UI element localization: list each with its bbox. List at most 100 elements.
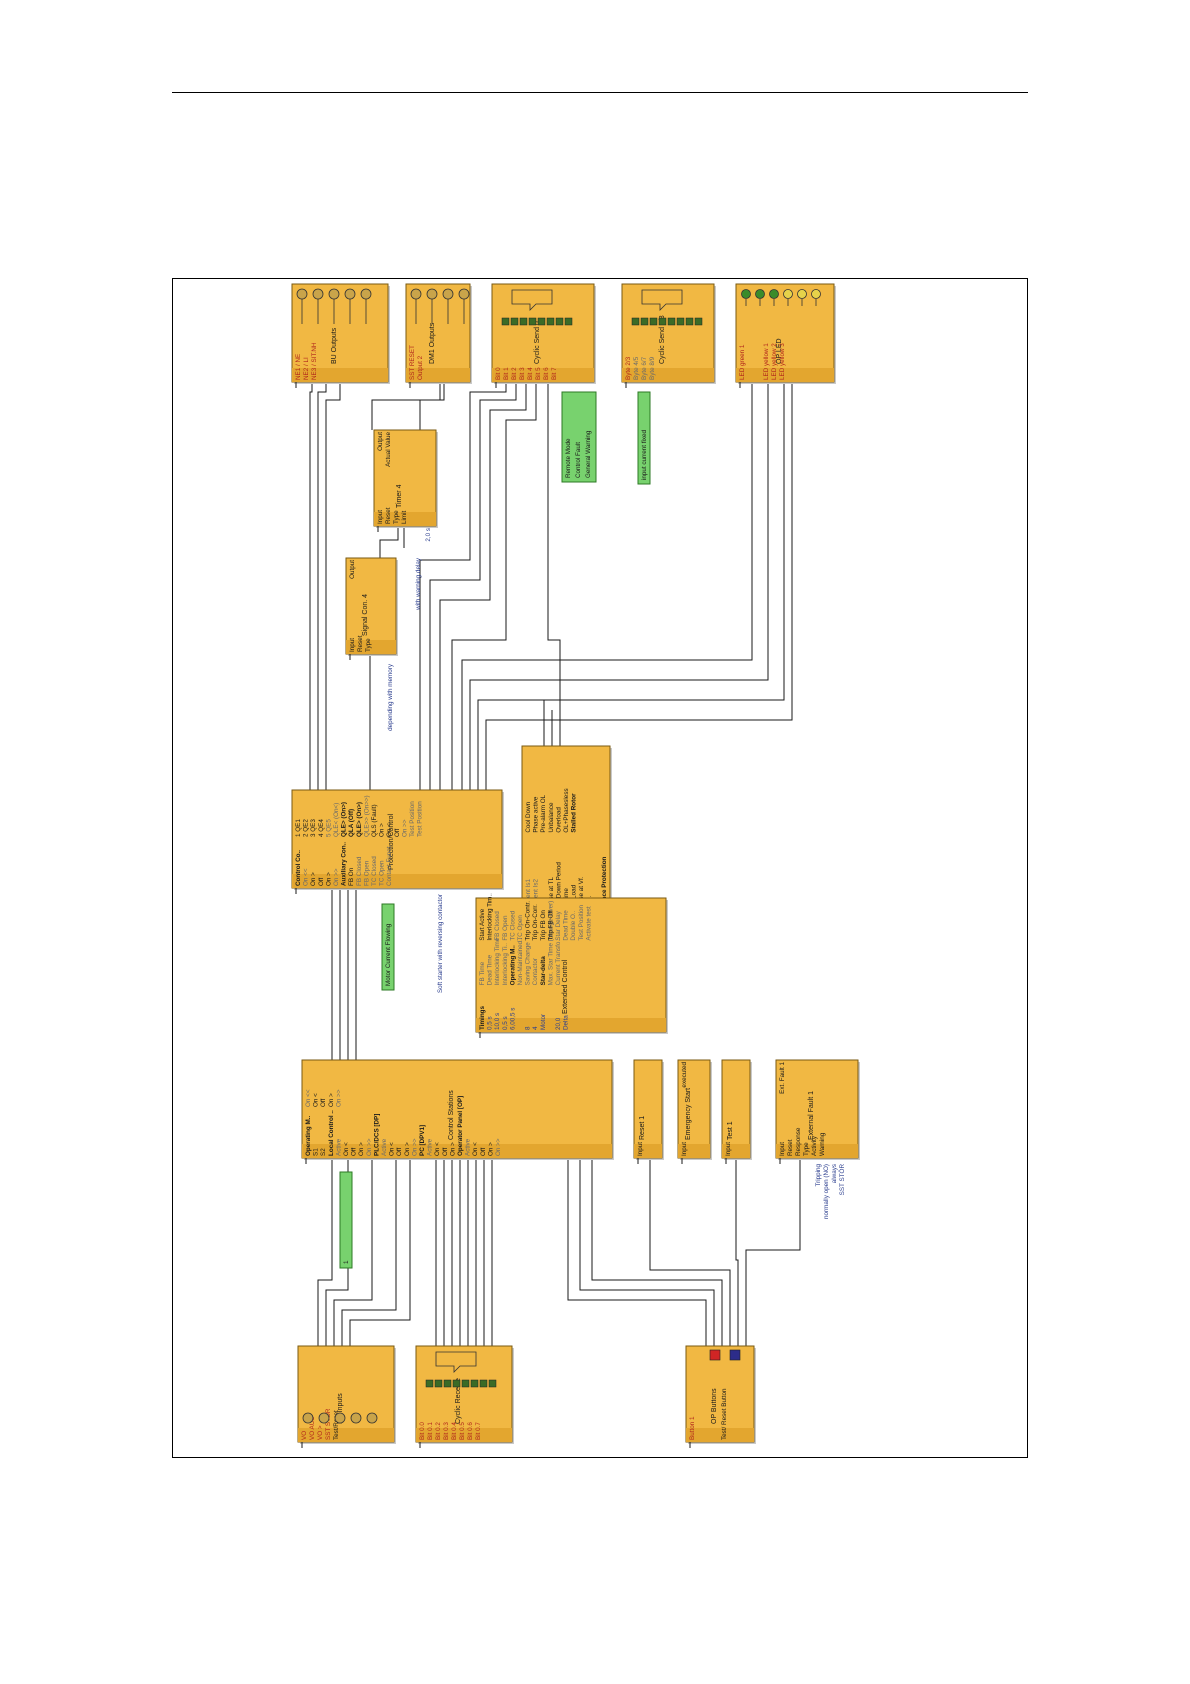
local-1-body [339, 1171, 353, 1269]
protection-control-field: Test Position [409, 801, 416, 837]
bu-inputs-header [298, 1428, 394, 1442]
protection-control-field: 2 QE2 [303, 819, 310, 837]
cyclic-receive-pin: Bit 0.5 [459, 1422, 466, 1440]
extended-control-field: Contactor [532, 958, 539, 985]
protection-control-field: Control Co.. [295, 850, 302, 886]
extended-control-field: Non-Maintained.. [517, 937, 524, 985]
motor-current-flowing-label: Motor Current Flowing [385, 923, 392, 986]
control-stations-field: Operator Panel [OP] [457, 1096, 464, 1156]
relay-coil-icon [442, 288, 454, 300]
cyclic-send-23-pin: Byte 8/9 [649, 356, 656, 380]
control-stations-field: Off [480, 1147, 487, 1156]
bit-cell-icon [649, 317, 658, 326]
external-fault-1-pin: Reset [787, 1139, 794, 1156]
protection-control-field: 5 QE5 [325, 819, 332, 837]
led-icon [797, 289, 807, 299]
extended-control-field: Activate test [585, 906, 592, 941]
bu-inputs-pin: SST STÖR [324, 1408, 332, 1440]
timer-4-pin: Input [377, 510, 384, 524]
control-stations-field: On > [404, 1142, 411, 1156]
test-1-pin: Input [725, 1142, 732, 1156]
emergency-start-header [678, 1144, 710, 1158]
wire [429, 382, 517, 790]
extended-control-field: Saving Change [525, 942, 532, 986]
extended-control-field: 20,0 [555, 1017, 562, 1030]
bit-cell-icon [694, 317, 703, 326]
external-protection-field: Cooling Down Period [555, 862, 562, 922]
bit-cell-icon [640, 317, 649, 326]
cyclic-send-0-pin: Bit 1 [503, 367, 510, 380]
protection-control-field: On >> [333, 868, 340, 886]
timer-4-output-pin: Actual Value [385, 432, 392, 467]
control-stations-field: On >> [495, 1138, 502, 1156]
wire [735, 1158, 739, 1346]
protection-control-field: QLS (Fault) [371, 804, 378, 837]
bit-cell-icon [452, 1379, 461, 1388]
external-protection-field: Pre-alarm OL [540, 794, 547, 832]
bit-cell-icon [658, 317, 667, 326]
extended-control-field: FB Closed [494, 911, 501, 941]
annotation-label: SST STÖR [838, 1164, 846, 1196]
protection-control-field: On > [379, 823, 386, 837]
led-icon [755, 289, 765, 299]
relay-coil-icon [360, 288, 372, 300]
reset-1-pin: Input [637, 1142, 644, 1156]
dm-outputs-body [405, 283, 471, 383]
external-protection-field: Overload [555, 807, 562, 833]
cyclic-send-23-pin: Byte 2/3 [625, 356, 632, 380]
bit-cell-icon [528, 317, 537, 326]
protection-control-field: QLA (Off) [348, 809, 355, 837]
bu-outputs-pin: NE3 / SIT.NH [311, 342, 318, 380]
timer-4-output-pin: Output [377, 432, 384, 451]
cyclic-receive-pin: Bit 0.0 [419, 1422, 426, 1440]
op-buttons-title: OP Buttons [711, 1388, 718, 1424]
extended-control-field: Test Position [578, 904, 585, 940]
protection-control-field: FB On [348, 867, 355, 886]
extended-control-field: FB Time [479, 961, 486, 985]
relay-coil-icon [312, 288, 324, 300]
test-1-header [722, 1144, 750, 1158]
relay-coil-icon [426, 288, 438, 300]
timer-4-pin: Reset [385, 507, 392, 524]
protection-control-field: TC Open [379, 860, 386, 886]
extended-control-field: Current Transfo.. [555, 938, 562, 985]
wire [591, 1158, 723, 1346]
extended-control-header [476, 1018, 666, 1032]
cyclic-send-0-pin: Bit 0 [495, 367, 502, 380]
bit-cell-icon [501, 317, 510, 326]
relay-coil-icon [296, 288, 308, 300]
cyclic-send-0-header [492, 368, 594, 382]
control-stations-field: On > [328, 1093, 335, 1107]
extended-control-field: Interlocking Tim.. [487, 893, 494, 941]
cyclic-receive-pin: Bit 0.2 [435, 1422, 442, 1440]
external-fault-1-pin: Response [795, 1127, 802, 1156]
bit-cell-icon [434, 1379, 443, 1388]
control-stations-title: Control Stations [448, 1090, 455, 1140]
control-stations-field: On << [305, 1089, 312, 1107]
external-fault-1-title: External Fault 1 [808, 1091, 815, 1140]
extended-control-field: Double O.. [570, 910, 577, 940]
control-stations-field: On < [472, 1142, 479, 1156]
input-current-fixed-block: input current fixed [637, 391, 651, 485]
extended-control-field: Timings [479, 1005, 486, 1030]
protection-control-field: On < [386, 823, 393, 837]
signal-cond-4-output-pin: Output [349, 560, 356, 579]
control-stations-field: Active [335, 1138, 342, 1156]
op-led-pin: LED yellow 3 [779, 343, 786, 380]
annotation-label: normally open (NO) [823, 1164, 830, 1219]
local-1-label: 1 [343, 1260, 350, 1264]
wire [333, 1158, 373, 1346]
test-1-title: Test 1 [727, 1121, 734, 1140]
bit-cell-icon [555, 317, 564, 326]
external-fault-1-header [776, 1144, 858, 1158]
protection-control-header [292, 874, 502, 888]
external-protection-field: Unbalance Protection [601, 856, 608, 921]
protection-control-field: FB Closed [356, 856, 363, 886]
